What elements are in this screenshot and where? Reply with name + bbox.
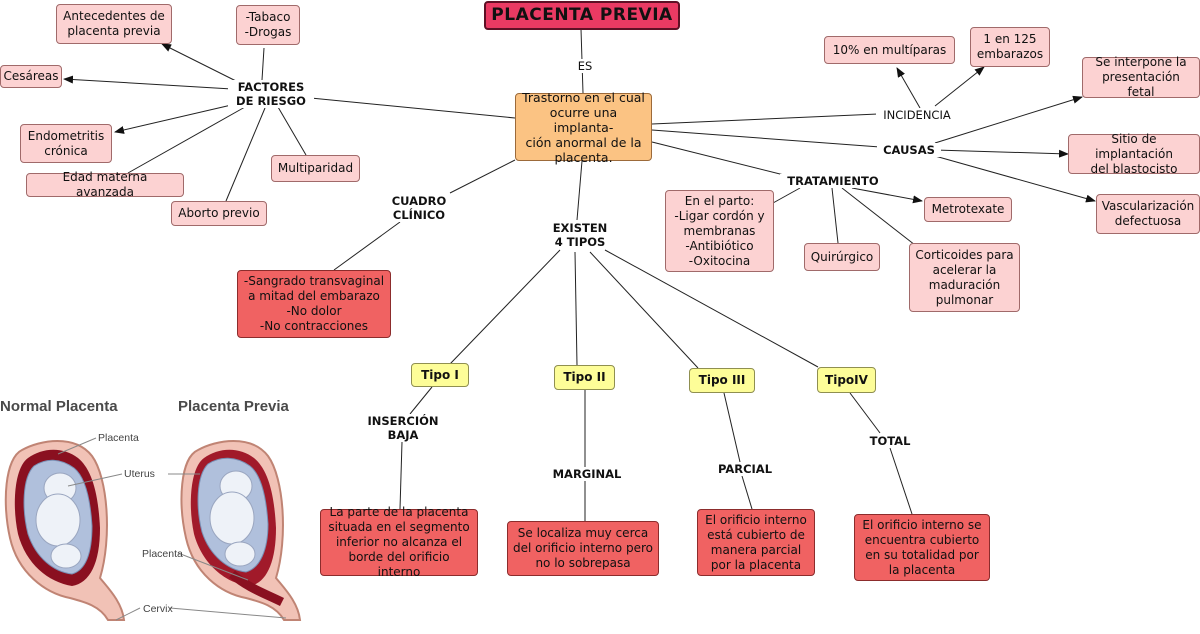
label-existen-tipos: EXISTEN 4 TIPOS	[543, 221, 617, 249]
fig-label-placenta-top: Placenta	[98, 432, 139, 444]
node-interpone: Se interpone la presentación fetal	[1082, 55, 1200, 99]
placenta-illustration: Normal Placenta Placenta Previa Placenta…	[0, 388, 310, 630]
node-desc-tipo-1: La parte de la placenta situada en el se…	[320, 505, 478, 579]
node-antecedentes: Antecedentes de placenta previa	[56, 4, 172, 44]
label-insercion-baja: INSERCIÓN BAJA	[359, 414, 447, 442]
node-multiparidad: Multiparidad	[271, 155, 360, 182]
placenta-previa-figure-title: Placenta Previa	[178, 398, 289, 415]
fig-label-uterus: Uterus	[124, 468, 155, 480]
normal-placenta-title: Normal Placenta	[0, 398, 118, 415]
node-metrotexate: Metrotexate	[924, 197, 1012, 222]
node-sitio-implantacion: Sitio de implantación del blastocisto	[1068, 132, 1200, 176]
node-tipo-2: Tipo II	[554, 365, 615, 390]
fig-label-cervix: Cervix	[143, 603, 173, 615]
node-cesareas: Cesáreas	[0, 65, 62, 88]
node-endometritis: Endometritis crónica	[20, 124, 112, 163]
node-cuadro-clinico: -Sangrado transvaginal a mitad del embar…	[237, 270, 391, 338]
node-tabaco-drogas: -Tabaco -Drogas	[236, 5, 300, 45]
label-total: TOTAL	[862, 434, 918, 448]
fig-label-placenta-low: Placenta	[142, 548, 183, 560]
node-desc-tipo-4: El orificio interno se encuentra cubiert…	[854, 514, 990, 581]
node-tipo-1: Tipo I	[411, 363, 469, 387]
node-aborto-previo: Aborto previo	[171, 201, 267, 226]
node-vascularizacion: Vascularización defectuosa	[1096, 194, 1200, 234]
node-tipo-4: TipoIV	[817, 367, 876, 393]
node-desc-tipo-2: Se localiza muy cerca del orificio inter…	[507, 521, 659, 576]
node-tipo-3: Tipo III	[689, 368, 755, 393]
central-definition: Trastorno en el cual ocurre una implanta…	[515, 90, 652, 165]
node-embarazos: 1 en 125 embarazos	[970, 27, 1050, 67]
label-causas: CAUSAS	[877, 143, 941, 157]
label-incidencia: INCIDENCIA	[876, 108, 958, 122]
label-parcial: PARCIAL	[709, 462, 781, 476]
label-factores-riesgo: FACTORES DE RIESGO	[228, 80, 314, 108]
node-quirurgico: Quirúrgico	[804, 243, 880, 271]
label-cuadro-clinico: CUADRO CLÍNICO	[384, 194, 454, 222]
label-tratamiento: TRATAMIENTO	[780, 174, 886, 188]
uterus-drawing	[0, 388, 310, 630]
map-title: PLACENTA PREVIA	[484, 1, 680, 30]
node-corticoides: Corticoides para acelerar la maduración …	[909, 243, 1020, 312]
node-desc-tipo-3: El orificio interno está cubierto de man…	[697, 509, 815, 576]
label-marginal: MARGINAL	[543, 467, 631, 481]
label-es: ES	[572, 59, 598, 73]
node-edad-materna: Edad materna avanzada	[26, 170, 184, 199]
node-en-el-parto: En el parto: -Ligar cordón y membranas -…	[665, 190, 774, 272]
node-multiparas: 10% en multíparas	[824, 36, 955, 64]
